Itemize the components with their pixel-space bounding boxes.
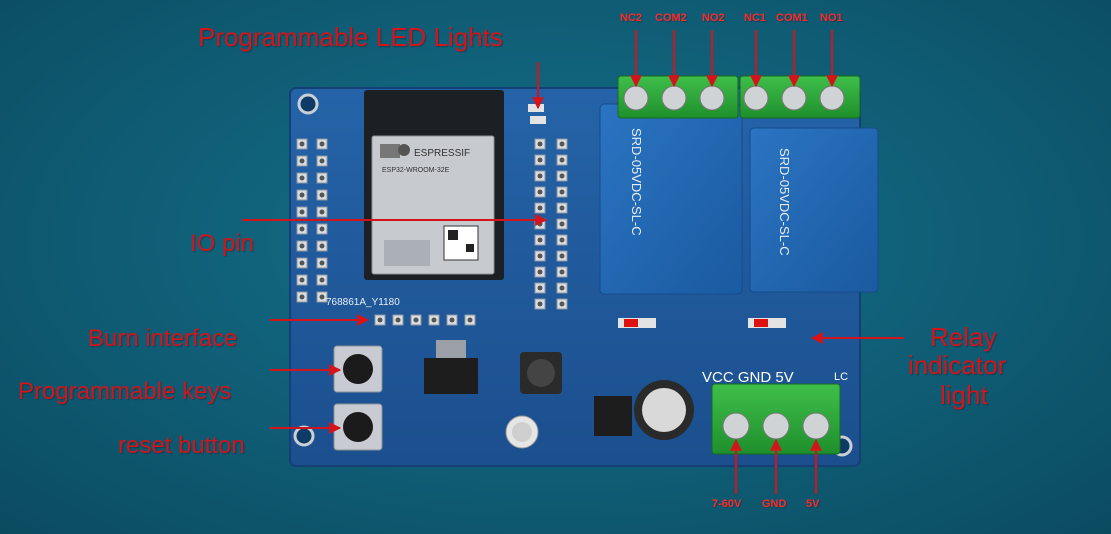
label-com2: COM2	[655, 12, 687, 24]
relay-2	[599, 103, 743, 295]
label-vin: 7-60V	[712, 498, 742, 510]
relay-indicator-leds	[618, 318, 786, 328]
label-programmable-keys: Programmable keys	[18, 378, 232, 405]
label-relay-indicator-2: indicator	[908, 350, 1007, 380]
inductor	[520, 352, 562, 394]
power-terminal-block	[711, 383, 841, 455]
esp32-module	[364, 90, 504, 280]
left-pin-header	[296, 138, 328, 303]
reset-key[interactable]	[333, 403, 383, 451]
relay-1-model-text: SRD-05VDC-SL-C	[777, 148, 792, 256]
label-relay-indicator-1: Relay	[930, 322, 997, 352]
label-no1: NO1	[820, 12, 843, 24]
annotation-arrows	[242, 30, 904, 494]
label-com1: COM1	[776, 12, 808, 24]
relay-2-model-text: SRD-05VDC-SL-C	[629, 128, 644, 236]
label-nc2: NC2	[620, 12, 643, 24]
label-gnd: GND	[762, 498, 787, 510]
electrolytic-capacitor-small	[505, 415, 539, 449]
relay-1	[749, 127, 879, 293]
label-no2: NO2	[702, 12, 725, 24]
burn-interface-header	[374, 314, 476, 326]
label-relay-indicator-3: light	[940, 380, 988, 410]
io-pin-header	[534, 138, 568, 310]
electrolytic-capacitor-large	[634, 380, 694, 440]
label-nc1: NC1	[744, 12, 767, 24]
label-reset-button: reset button	[118, 432, 245, 459]
label-io-pin: IO pin	[190, 230, 255, 257]
driver-chip	[594, 396, 632, 436]
lc-silkscreen: LC	[834, 371, 848, 383]
top-terminal-block-1	[739, 75, 861, 119]
regulator-chip	[424, 340, 478, 394]
label-5v: 5V	[806, 498, 820, 510]
power-silkscreen: VCC GND 5V	[702, 369, 794, 386]
label-burn-interface: Burn interface	[88, 325, 238, 352]
label-led-lights: Programmable LED Lights	[198, 22, 503, 52]
programmable-key[interactable]	[333, 345, 383, 393]
board-id-text: 768861A_Y1180	[326, 297, 400, 308]
module-model-text: ESP32-WROOM-32E	[382, 167, 450, 174]
module-brand-text: ESPRESSIF	[414, 148, 470, 159]
